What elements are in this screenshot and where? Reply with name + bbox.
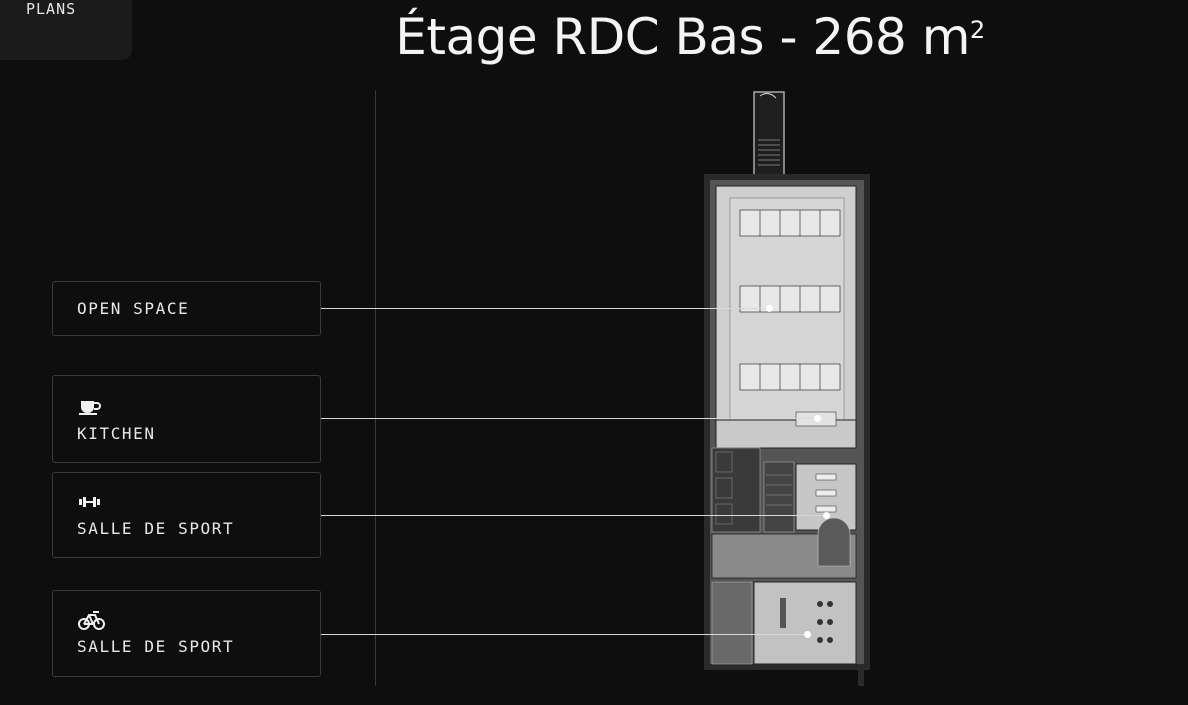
sport-room-2-leader-line — [321, 634, 807, 635]
page-title-superscript: 2 — [969, 16, 985, 44]
dumbbell-icon — [77, 491, 296, 513]
room-card-kitchen[interactable]: KITCHEN — [52, 375, 321, 463]
plans-tab[interactable]: PLANS — [0, 0, 132, 60]
kitchen-marker[interactable] — [814, 415, 821, 422]
room-card-sport-2[interactable]: SALLE DE SPORT — [52, 590, 321, 677]
sport-room-1-marker[interactable] — [823, 512, 830, 519]
room-card-label: KITCHEN — [77, 424, 156, 443]
page-title: Étage RDC Bas - 268 m2 — [0, 8, 1188, 66]
page-title-text: Étage RDC Bas - 268 m — [395, 8, 970, 66]
room-card-label: SALLE DE SPORT — [77, 519, 235, 538]
floor-plan-image — [704, 91, 870, 686]
room-card-sport-1[interactable]: SALLE DE SPORT — [52, 472, 321, 558]
kitchen-leader-line — [321, 418, 817, 419]
room-card-label: OPEN SPACE — [77, 299, 190, 318]
plans-tab-label: PLANS — [26, 0, 77, 18]
bicycle-icon — [77, 609, 296, 631]
room-card-open-space[interactable]: OPEN SPACE — [52, 281, 321, 336]
room-card-label: SALLE DE SPORT — [77, 637, 235, 656]
coffee-cup-icon — [77, 396, 296, 418]
sport-room-1-leader-line — [321, 515, 826, 516]
sport-room-2-marker[interactable] — [804, 631, 811, 638]
vertical-divider — [375, 90, 376, 686]
open-space-leader-line — [321, 308, 769, 309]
open-space-marker[interactable] — [766, 305, 773, 312]
